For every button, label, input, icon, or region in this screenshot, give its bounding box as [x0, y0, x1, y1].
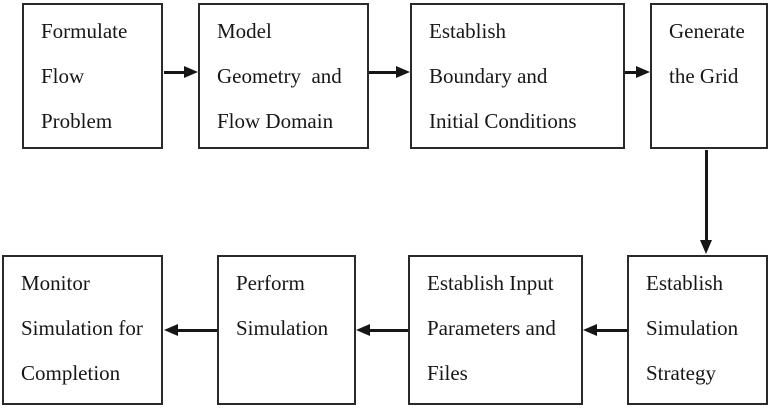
box-text-line: Monitor — [21, 271, 90, 295]
flowchart-box-perform-simulation: Perform Simulation — [217, 255, 356, 405]
box-text-line: the Grid — [669, 64, 739, 88]
arrowhead-down-icon — [700, 240, 712, 254]
box-text-line: Strategy — [646, 361, 716, 385]
box-text-line: Simulation — [236, 316, 329, 340]
flowchart-box-model-geometry-and-flow-domain: Model Geometry and Flow Domain — [198, 3, 369, 149]
arrow-grid-to-strategy — [700, 150, 712, 254]
box-text-line: Parameters and — [427, 316, 556, 340]
box-text-line: Flow Domain — [217, 109, 334, 133]
box-text-line: Completion — [21, 361, 121, 385]
arrowhead-right-icon — [184, 66, 198, 78]
box-text-line: Simulation for — [21, 316, 143, 340]
flowchart-box-monitor-simulation-for-completion: Monitor Simulation for Completion — [2, 255, 163, 405]
box-text-line: Files — [427, 361, 468, 385]
arrow-line — [164, 71, 186, 74]
arrow-boundary-to-grid — [625, 66, 650, 78]
arrow-model-to-boundary — [369, 66, 410, 78]
arrow-line — [368, 329, 408, 332]
arrow-line — [369, 71, 398, 74]
box-text-line: Problem — [41, 109, 113, 133]
box-text-line: Boundary and — [429, 64, 548, 88]
arrowhead-left-icon — [164, 324, 178, 336]
box-text-line: Establish Input — [427, 271, 554, 295]
box-text-line: Establish — [429, 19, 506, 43]
arrow-line — [595, 329, 627, 332]
box-text-line: Generate — [669, 19, 745, 43]
flowchart-box-establish-simulation-strategy: Establish Simulation Strategy — [627, 255, 768, 405]
arrowhead-left-icon — [583, 324, 597, 336]
flowchart-box-formulate-flow-problem: Formulate Flow Problem — [22, 3, 163, 149]
box-text-line: Flow — [41, 64, 85, 88]
arrowhead-right-icon — [636, 66, 650, 78]
arrow-input-to-perform — [356, 324, 408, 336]
box-text-line: Geometry and — [217, 64, 342, 88]
arrow-strategy-to-input — [583, 324, 627, 336]
box-text-line: Model — [217, 19, 272, 43]
box-text-line: Initial Conditions — [429, 109, 577, 133]
arrowhead-left-icon — [356, 324, 370, 336]
flowchart-box-generate-the-grid: Generate the Grid — [650, 3, 768, 149]
flowchart-box-establish-boundary-and-initial-conditions: Establish Boundary and Initial Condition… — [410, 3, 625, 149]
arrow-perform-to-monitor — [164, 324, 217, 336]
arrowhead-right-icon — [396, 66, 410, 78]
arrow-line — [176, 329, 217, 332]
box-text-line: Perform — [236, 271, 305, 295]
arrow-line — [625, 71, 638, 74]
box-text-line: Formulate — [41, 19, 128, 43]
arrow-formulate-to-model — [164, 66, 198, 78]
flowchart-box-establish-input-parameters-and-files: Establish Input Parameters and Files — [408, 255, 583, 405]
box-text-line: Simulation — [646, 316, 739, 340]
box-text-line: Establish — [646, 271, 723, 295]
arrow-line — [705, 150, 708, 242]
